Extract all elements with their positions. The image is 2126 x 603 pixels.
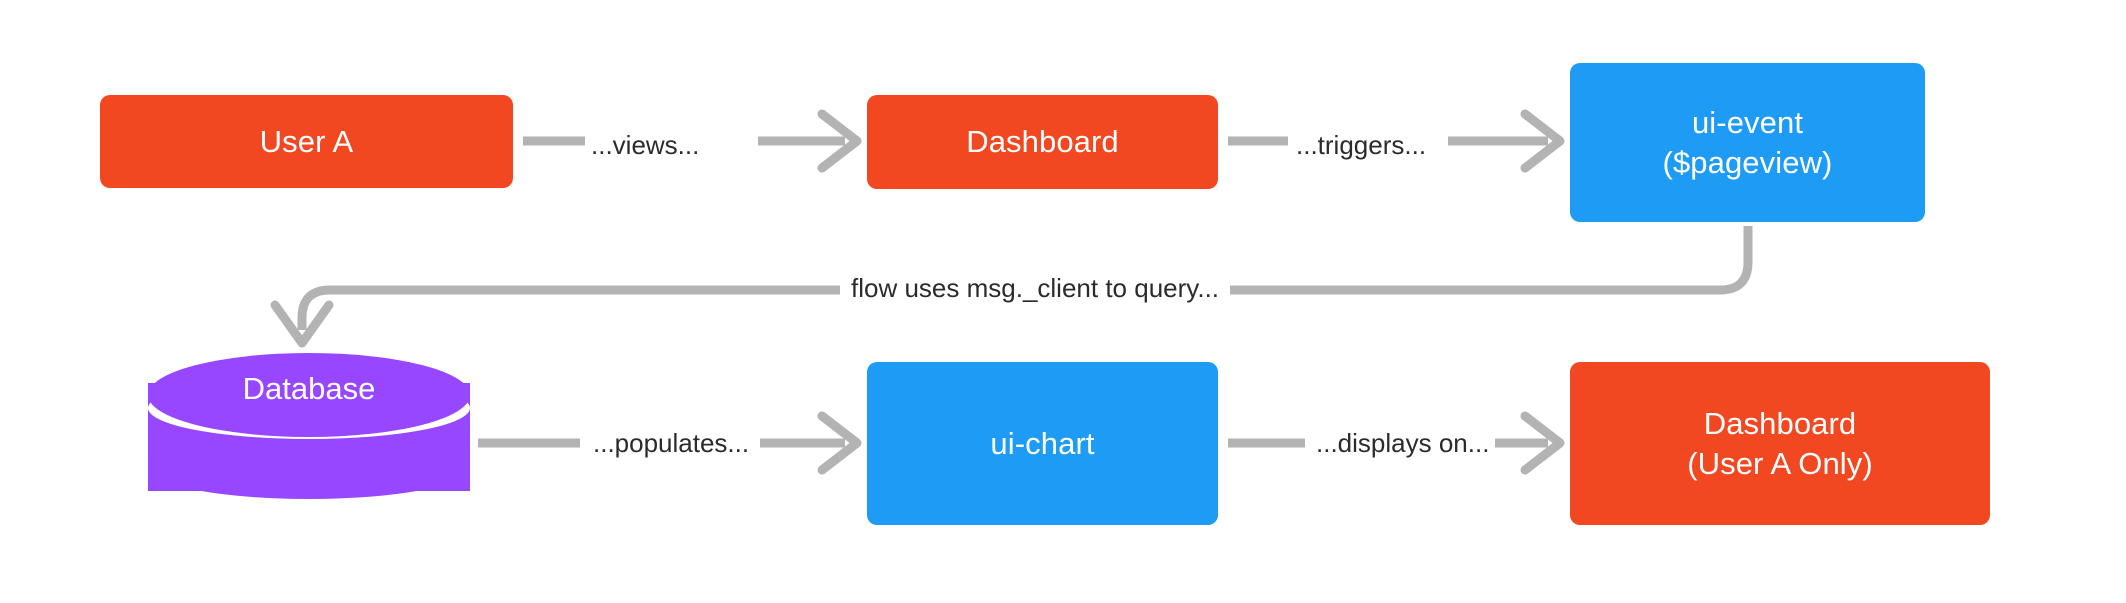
edge-query-line-left (297, 285, 840, 330)
edge-triggers (1228, 109, 1565, 173)
node-dashboard-top[interactable]: Dashboard (867, 95, 1218, 189)
edge-label-views: ...views... (585, 132, 706, 158)
database-cylinder-bottom (148, 437, 470, 499)
edge-label-triggers: ...triggers... (1290, 132, 1433, 158)
node-dashboard-bottom-label-line1: Dashboard (1703, 405, 1857, 441)
edge-views-arrowhead (817, 109, 862, 173)
node-dashboard-bottom-label-line2: (User A Only) (1687, 445, 1873, 481)
node-ui-chart-label: ui-chart (990, 425, 1095, 461)
node-ui-event[interactable]: ui-event ($pageview) (1570, 63, 1925, 222)
node-database-label: Database (242, 371, 376, 406)
node-user-a[interactable]: User A (100, 95, 513, 188)
database-cylinder-top (148, 353, 470, 437)
edge-label-displays: ...displays on... (1310, 430, 1496, 456)
edge-label-query: flow uses msg._client to query... (845, 275, 1226, 301)
node-dashboard-bottom[interactable]: Dashboard (User A Only) (1570, 362, 1990, 525)
node-dashboard-top-label: Dashboard (966, 124, 1119, 160)
edge-populates (478, 411, 862, 475)
node-database[interactable]: Database (148, 353, 470, 521)
edge-label-populates: ...populates... (587, 430, 756, 456)
edge-triggers-arrowhead (1520, 109, 1565, 173)
node-ui-event-label-line2: ($pageview) (1662, 144, 1833, 180)
node-user-a-label: User A (259, 123, 354, 159)
edge-displays-arrowhead (1520, 411, 1565, 475)
node-ui-chart[interactable]: ui-chart (867, 362, 1218, 525)
edge-query (270, 226, 1753, 348)
edge-query-line-right (1230, 226, 1753, 295)
edge-populates-arrowhead (817, 411, 862, 475)
edge-query-arrowhead (270, 300, 334, 348)
node-ui-event-label-line1: ui-event (1691, 104, 1804, 140)
